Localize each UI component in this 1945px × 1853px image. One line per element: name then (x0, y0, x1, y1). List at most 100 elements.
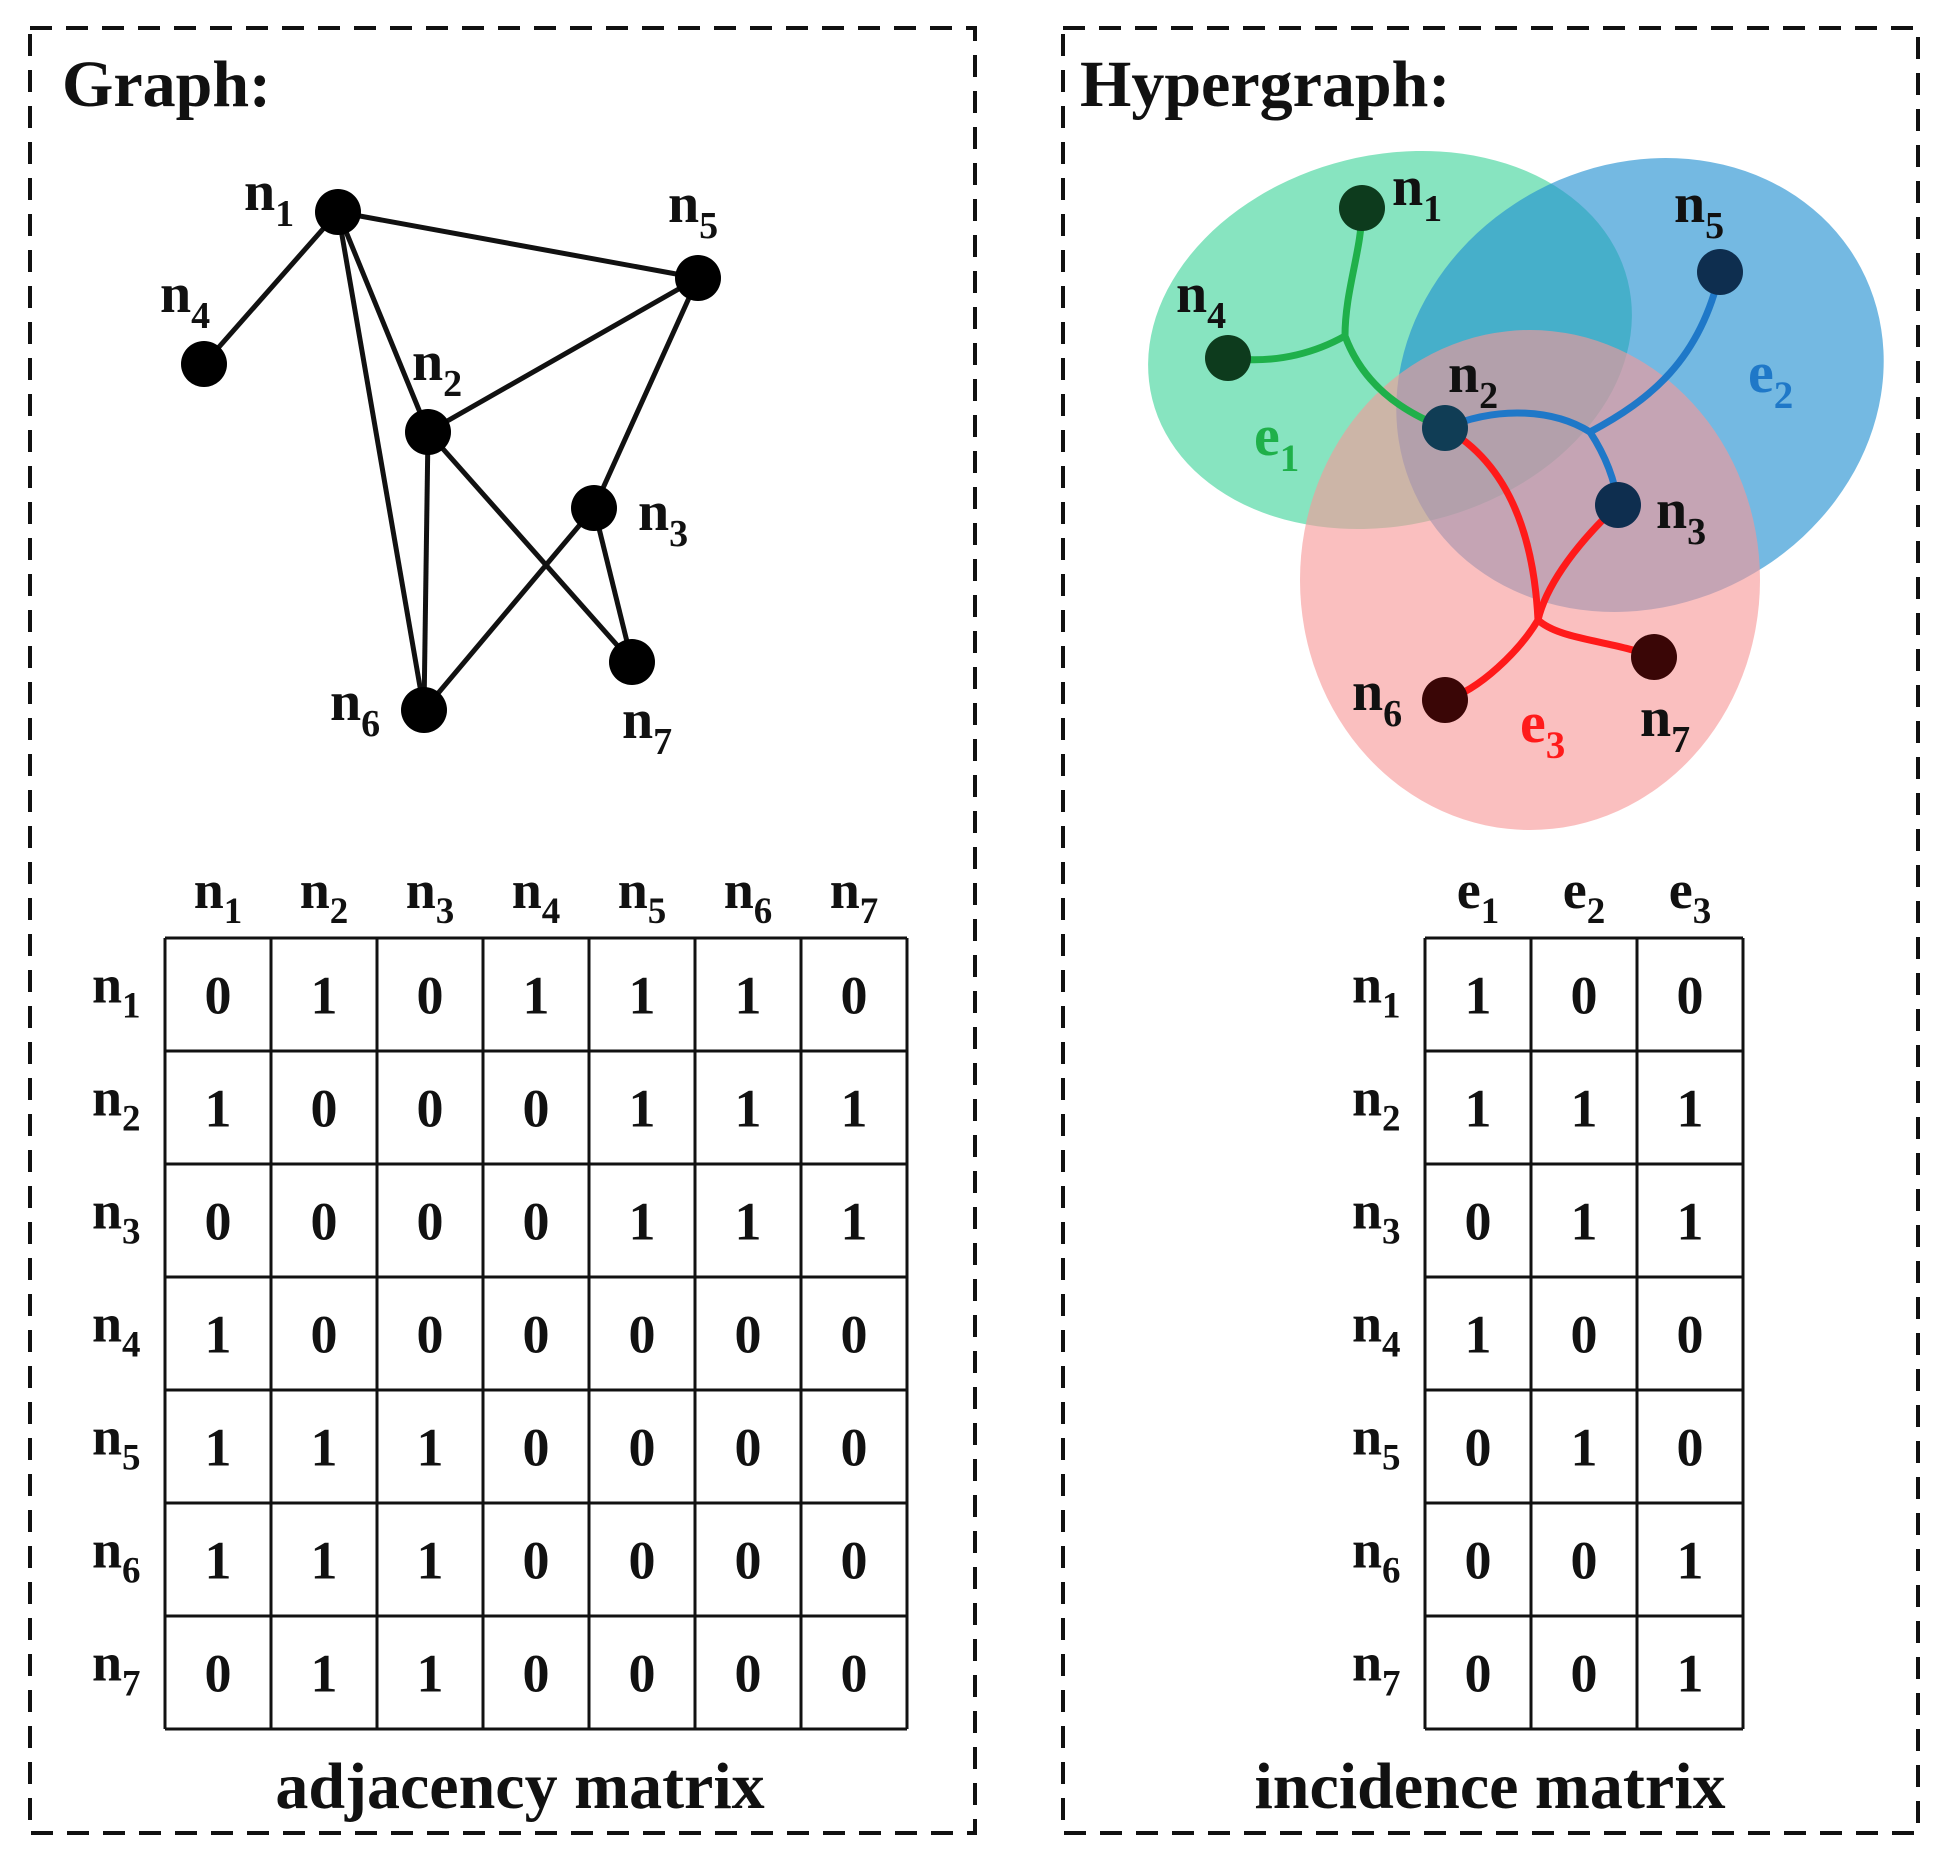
matrix-row-header: n3 (92, 1181, 141, 1253)
matrix-col-header: n7 (830, 860, 879, 932)
graph-edges (202, 209, 701, 712)
matrix-cell: 1 (311, 1531, 338, 1591)
matrix-cell: 0 (841, 966, 868, 1026)
graph-edge-n3-n7 (591, 507, 635, 663)
graph-edge-n1-n6 (335, 211, 427, 711)
matrix-cell: 0 (1677, 966, 1704, 1026)
hyperedge-connector-e3-1 (1441, 424, 1542, 624)
matrix-cell: 0 (1677, 1418, 1704, 1478)
adjacency-matrix-caption: adjacency matrix (275, 1750, 764, 1823)
matrix-row-header: n1 (1352, 955, 1401, 1027)
matrix-row-header: n1 (92, 955, 141, 1027)
matrix-cell: 0 (841, 1644, 868, 1704)
hypergraph-node-label-n3: n3 (1656, 479, 1706, 553)
matrix-cell: 0 (417, 1079, 444, 1139)
graph-node-n7 (609, 639, 655, 685)
hypergraph-title: Hypergraph: (1080, 48, 1450, 121)
matrix-cell: 1 (205, 1531, 232, 1591)
matrix-col-header: n2 (300, 860, 349, 932)
graph-edge-n3-n6 (422, 506, 596, 712)
matrix-row-header: n2 (92, 1068, 141, 1140)
hypergraph-node-label-n7: n7 (1640, 687, 1690, 761)
matrix-cell: 1 (311, 1418, 338, 1478)
matrix-cell: 1 (841, 1079, 868, 1139)
matrix-cell: 0 (311, 1305, 338, 1365)
graph-edge-n2-n5 (426, 275, 700, 435)
matrix-cell: 0 (523, 1418, 550, 1478)
matrix-col-header: e1 (1457, 860, 1499, 932)
matrix-cell: 0 (841, 1305, 868, 1365)
hypergraph-nodes (1205, 185, 1743, 723)
matrix-cell: 0 (1465, 1192, 1492, 1252)
graph-node-label-n2: n2 (412, 331, 462, 405)
matrix-cell: 0 (841, 1531, 868, 1591)
graph-node-label-n5: n5 (668, 173, 718, 247)
matrix-cell: 0 (629, 1644, 656, 1704)
matrix-col-header: n5 (618, 860, 667, 932)
graph-node-label-n1: n1 (244, 161, 294, 235)
matrix-cell: 0 (523, 1644, 550, 1704)
hypergraph-node-label-n1: n1 (1392, 156, 1442, 230)
matrix-cell: 1 (629, 1192, 656, 1252)
matrix-row-header: n5 (1352, 1407, 1401, 1479)
matrix-cell: 1 (735, 1079, 762, 1139)
hypergraph-node-label-n4: n4 (1176, 263, 1226, 337)
matrix-cell: 0 (523, 1079, 550, 1139)
matrix-cell: 1 (735, 1192, 762, 1252)
graph-node-label-n3: n3 (638, 481, 688, 555)
matrix-cell: 0 (1465, 1418, 1492, 1478)
matrix-cell: 0 (523, 1192, 550, 1252)
matrix-cell: 1 (417, 1531, 444, 1591)
matrix-col-header: n3 (406, 860, 455, 932)
hypergraph-node-n1 (1339, 185, 1385, 231)
hyperedge-region-e3 (1300, 330, 1760, 830)
matrix-cell: 0 (205, 1192, 232, 1252)
matrix-cell: 0 (629, 1305, 656, 1365)
matrix-row-header: n7 (92, 1633, 141, 1705)
hypergraph-node-n3 (1595, 482, 1641, 528)
matrix-cell: 1 (1677, 1644, 1704, 1704)
matrix-cell: 0 (629, 1418, 656, 1478)
matrix-cell: 0 (205, 966, 232, 1026)
graph-edge-n2-n6 (421, 431, 431, 711)
hypergraph-node-n5 (1697, 249, 1743, 295)
matrix-cell: 0 (1571, 1531, 1598, 1591)
hyperedge-label-e3: e3 (1520, 690, 1565, 767)
hypergraph-node-n7 (1631, 634, 1677, 680)
graph-node-n2 (405, 409, 451, 455)
matrix-cell: 0 (417, 1305, 444, 1365)
matrix-col-header: e2 (1563, 860, 1605, 932)
graph-node-label-n4: n4 (160, 263, 210, 337)
graph-node-n3 (571, 485, 617, 531)
matrix-cell: 1 (1571, 1079, 1598, 1139)
matrix-row-header: n2 (1352, 1068, 1401, 1140)
hypergraph-node-n4 (1205, 335, 1251, 381)
matrix-cell: 0 (735, 1418, 762, 1478)
matrix-cell: 0 (1571, 1644, 1598, 1704)
hyperedge-regions (1148, 150, 1884, 830)
matrix-cell: 0 (629, 1531, 656, 1591)
matrix-col-header: n1 (194, 860, 243, 932)
matrix-row-header: n6 (92, 1520, 141, 1592)
matrix-cell: 0 (311, 1192, 338, 1252)
matrix-cell: 1 (205, 1305, 232, 1365)
matrix-cell: 0 (1465, 1531, 1492, 1591)
graph-node-n1 (315, 189, 361, 235)
hypergraph-node-label-n5: n5 (1674, 173, 1724, 247)
matrix-col-header: e3 (1669, 860, 1711, 932)
matrix-cell: 0 (205, 1644, 232, 1704)
graph-title: Graph: (62, 48, 271, 121)
graph-node-n5 (675, 255, 721, 301)
matrix-cell: 1 (205, 1079, 232, 1139)
matrix-cell: 1 (1571, 1192, 1598, 1252)
matrix-cell: 1 (1465, 1305, 1492, 1365)
graph-edge-n5-n3 (591, 276, 701, 510)
matrix-row-header: n4 (1352, 1294, 1401, 1366)
hypergraph-node-n2 (1422, 405, 1468, 451)
graph-node-label-n6: n6 (330, 671, 380, 745)
matrix-cell: 0 (523, 1305, 550, 1365)
